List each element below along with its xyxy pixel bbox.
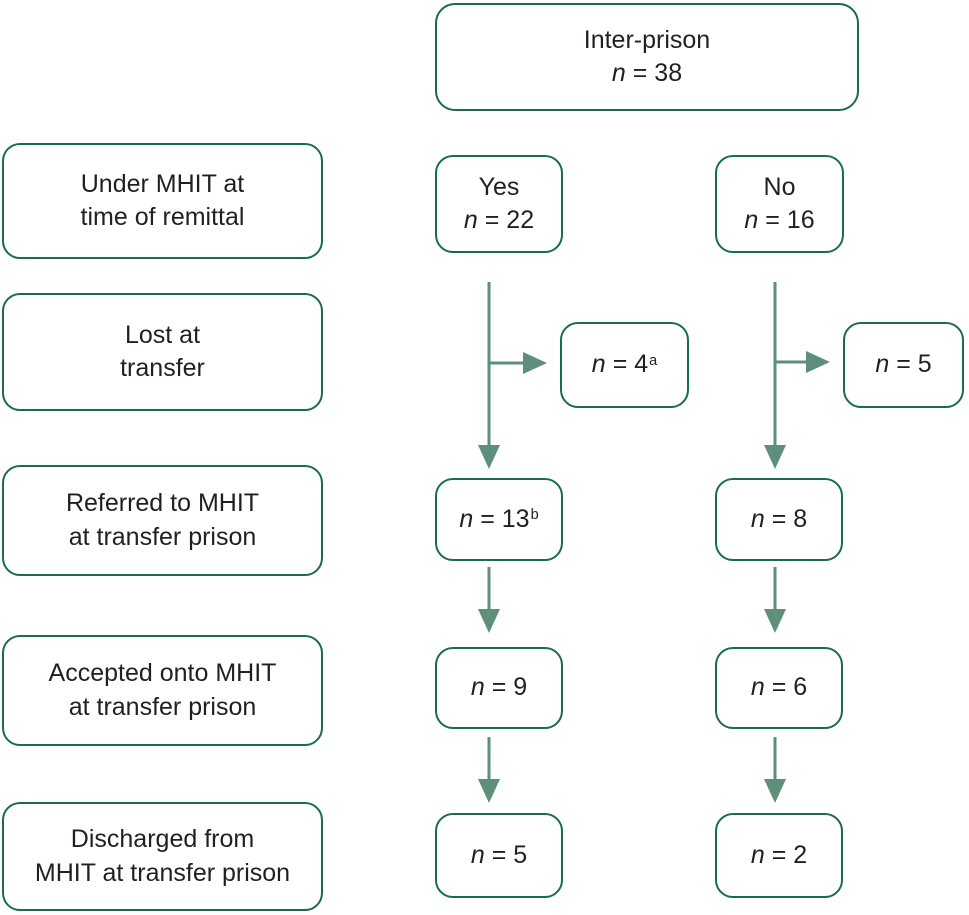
n-value: = 2 [771,840,808,869]
node-no-referred: n= 8 [715,478,843,561]
n-symbol: n [750,840,765,869]
stage-label-line: Discharged from [70,825,255,853]
node-count: n= 22 [464,204,534,238]
node-count: n= 8 [751,503,807,537]
footnote-marker: a [649,352,658,369]
n-value: = 5 [896,350,932,379]
stage-label-line: time of remittal [80,203,245,231]
footnote-marker: b [530,507,539,524]
arrow-no-accepted-to-discharged [764,737,786,803]
node-label: Inter-prison [583,25,711,54]
stage-label-line: at transfer prison [68,522,257,551]
node-count: n= 4a [592,348,657,382]
node-no-accepted: n= 6 [715,647,843,729]
stage-label-line: transfer [120,354,205,382]
node-yes: Yes n= 22 [435,155,563,253]
n-symbol: n [470,673,485,702]
node-no-discharged: n= 2 [715,813,843,898]
stage-label-discharged: Discharged from MHIT at transfer prison [2,802,323,911]
n-symbol: n [470,840,485,869]
n-symbol: n [459,504,474,533]
n-value: = 8 [771,504,808,533]
node-count: n= 5 [875,348,931,382]
stage-label-line: at transfer prison [68,692,257,721]
arrow-no-to-referred [764,282,786,469]
arrow-no-to-lost [775,351,830,373]
n-symbol: n [463,206,478,234]
n-symbol: n [591,350,606,379]
node-yes-referred: n= 13b [435,478,563,561]
stage-label-referred: Referred to MHIT at transfer prison [2,465,323,576]
n-symbol: n [611,59,626,87]
n-value: = 22 [484,206,535,234]
node-yes-lost: n= 4a [560,322,689,408]
node-no-lost: n= 5 [843,322,964,408]
n-symbol: n [875,350,890,379]
n-value: = 13 [480,504,530,533]
node-yes-discharged: n= 5 [435,813,563,898]
stage-label-line: Referred to MHIT [65,489,260,517]
node-count: n= 6 [751,671,807,705]
stage-label-under-mhit: Under MHIT at time of remittal [2,143,323,259]
n-value: = 16 [765,206,815,234]
arrow-yes-referred-to-accepted [478,567,500,633]
stage-label-line: Lost at [124,320,201,349]
arrow-no-referred-to-accepted [764,567,786,633]
stage-label-line: Under MHIT at [80,169,245,198]
node-yes-accepted: n= 9 [435,647,563,729]
node-inter-prison: Inter-prison n= 38 [435,3,859,111]
node-count: n= 13b [459,503,538,537]
arrow-yes-to-lost [489,352,547,374]
node-no: No n= 16 [715,155,844,253]
arrow-yes-to-referred [478,282,500,469]
stage-label-line: Accepted onto MHIT [48,659,277,687]
n-value: = 5 [491,840,528,869]
arrow-yes-accepted-to-discharged [478,737,500,803]
node-count: n= 9 [471,671,527,705]
stage-label-lost-at-transfer: Lost at transfer [2,293,323,411]
n-value: = 38 [632,59,683,87]
node-label: No [763,172,796,201]
node-label: Yes [478,172,520,201]
node-count: n= 16 [744,204,814,238]
n-value: = 9 [491,673,528,702]
n-value: = 6 [771,673,808,702]
node-count: n= 2 [751,839,807,873]
n-symbol: n [750,504,765,533]
node-count: n= 38 [612,57,682,91]
n-symbol: n [744,206,759,234]
stage-label-accepted: Accepted onto MHIT at transfer prison [2,635,323,746]
node-count: n= 5 [471,839,527,873]
n-symbol: n [750,673,765,702]
n-value: = 4 [612,350,649,379]
stage-label-line: MHIT at transfer prison [34,858,291,887]
